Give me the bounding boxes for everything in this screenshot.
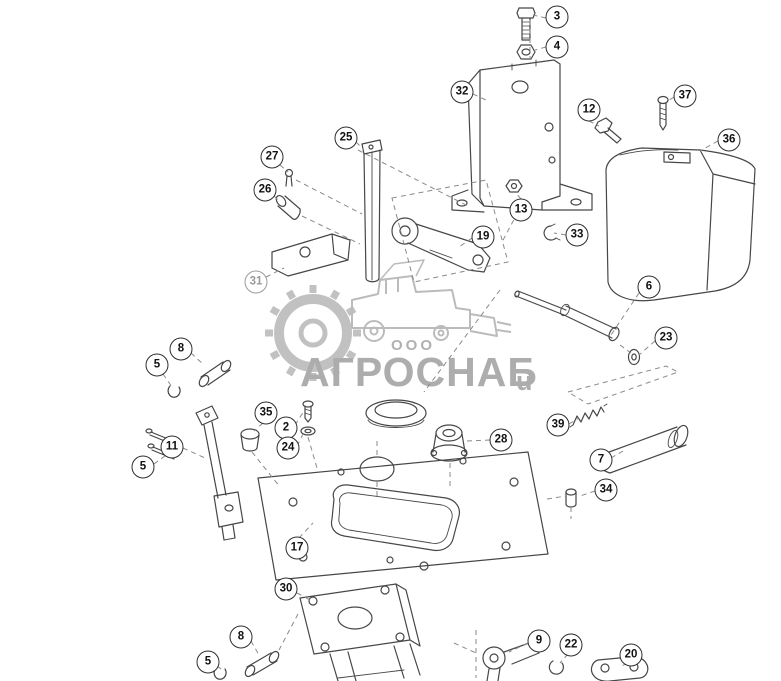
part-screw-37 [657,95,669,131]
part-callout-4: 4 [545,35,569,59]
part-callout-8: 8 [169,337,193,361]
part-pin-8-lower [244,650,280,678]
part-callout-13: 13 [509,198,533,222]
part-callout-36: 36 [717,128,741,152]
part-lever-11 [195,405,244,541]
part-callout-25: 25 [334,126,358,150]
part-clip-22 [548,660,564,675]
part-callout-5: 5 [131,455,155,479]
part-callout-34: 34 [594,478,618,502]
part-bracket-32 [451,59,593,213]
part-callout-35: 35 [254,401,278,425]
part-cover-36 [605,147,756,302]
part-cotter-pin-27 [284,168,294,187]
part-handle-6 [514,290,620,342]
part-callout-39: 39 [546,413,570,437]
part-plate-17 [257,451,549,581]
part-bracket-31 [271,233,351,277]
part-rod-25 [361,139,383,283]
part-washer-23 [627,348,641,366]
part-lever-19 [391,217,491,273]
part-callout-24: 24 [276,436,300,460]
part-callout-11: 11 [160,435,184,459]
leader-lines [153,14,719,678]
part-screw-2 [302,400,314,423]
part-callout-19: 19 [471,225,495,249]
part-bushing-28 [430,424,468,462]
part-clip-5-upper [167,385,181,398]
part-callout-17: 17 [285,536,309,560]
part-callout-7: 7 [589,448,613,472]
part-callout-28: 28 [489,428,513,452]
part-bracket-30 [299,583,421,681]
part-callout-22: 22 [559,633,583,657]
part-pin-8-upper [198,359,232,388]
part-pin-26 [275,194,301,220]
part-callout-8: 8 [229,625,253,649]
part-grip-7 [597,424,689,474]
part-callout-12: 12 [577,98,601,122]
part-callout-27: 27 [260,145,284,169]
part-callout-9: 9 [527,629,551,653]
part-callout-33: 33 [565,223,589,247]
part-callout-5: 5 [145,353,169,377]
part-callout-30: 30 [274,577,298,601]
part-washer-24 [300,426,316,436]
part-callout-31: 31 [244,270,268,294]
part-callout-23: 23 [654,326,678,350]
part-callout-20: 20 [619,643,643,667]
part-boot-seal [365,399,427,428]
part-knob-35 [240,428,260,452]
part-callout-6: 6 [637,275,661,299]
part-callout-32: 32 [450,80,474,104]
part-callout-26: 26 [253,178,277,202]
part-bolt-12 [594,117,622,144]
part-callout-3: 3 [545,5,569,29]
part-nut-13 [505,179,523,193]
part-snap-ring-33 [543,223,561,241]
part-callout-37: 37 [673,84,697,108]
part-callout-5: 5 [196,650,220,674]
